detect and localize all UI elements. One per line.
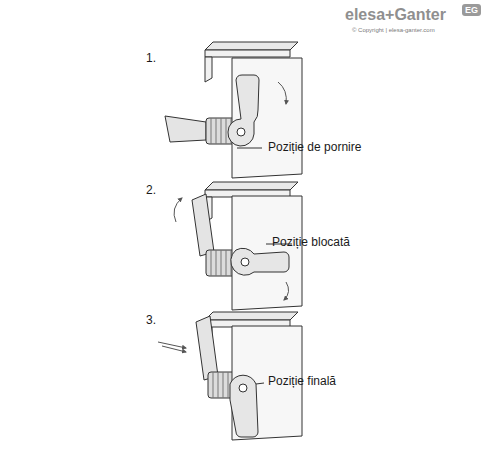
step-1-drawing [165,42,302,178]
brand-badge: EG [462,4,481,16]
copyright-note: © Copyright | elesa-ganter.com [352,27,435,34]
step-number: 2. [146,184,156,198]
position-label: Poziție de pornire [268,141,361,155]
step-number: 1. [146,52,156,66]
brand-logo: elesa+Ganter [345,6,446,24]
step-number: 3. [146,314,156,328]
position-label: Poziție finală [268,375,336,389]
position-label: Poziție blocată [272,236,350,250]
